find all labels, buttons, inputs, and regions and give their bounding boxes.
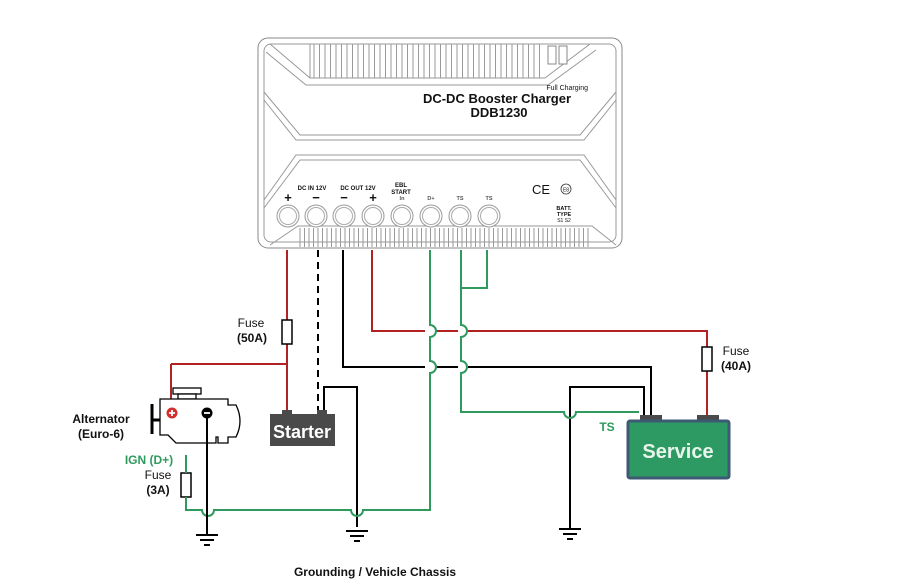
terminal-label: D+ bbox=[427, 196, 434, 202]
fuse-3a-label: Fuse bbox=[145, 468, 172, 482]
fuse-50a-rating: (50A) bbox=[237, 331, 267, 345]
terminal-socket-inner bbox=[335, 207, 353, 225]
terminal-socket[interactable] bbox=[276, 204, 300, 228]
terminal-label: + bbox=[369, 190, 377, 205]
terminal-socket-inner bbox=[307, 207, 325, 225]
alternator-label: Alternator bbox=[72, 412, 130, 426]
ts-wire-1 bbox=[460, 250, 639, 419]
starter-body bbox=[270, 414, 335, 446]
terminal-socket-inner bbox=[279, 207, 297, 225]
terminal-socket[interactable] bbox=[332, 204, 356, 228]
dc-out-negative-wire bbox=[342, 250, 652, 418]
batt-type-options: S1 S2 bbox=[557, 218, 571, 224]
alternator-body bbox=[159, 398, 241, 444]
alternator bbox=[150, 387, 241, 535]
terminal-label: − bbox=[312, 190, 320, 205]
ign-label: IGN (D+) bbox=[125, 453, 173, 467]
terminal-socket-inner bbox=[422, 207, 440, 225]
grounding-label: Grounding / Vehicle Chassis bbox=[294, 565, 456, 579]
terminal-label: TS bbox=[485, 196, 492, 202]
terminal-socket[interactable] bbox=[419, 204, 443, 228]
d-plus-ign-wire bbox=[185, 250, 437, 517]
e-mark-circle bbox=[560, 183, 572, 195]
e-mark: E8 bbox=[563, 188, 569, 194]
device-model: DDB1230 bbox=[470, 105, 527, 120]
service-ground-wire bbox=[569, 386, 645, 528]
ground-symbol-starter bbox=[346, 530, 368, 542]
top-heatsink-fins bbox=[313, 44, 540, 78]
fuse-50a bbox=[281, 319, 293, 345]
ground-symbol-alternator bbox=[196, 534, 218, 546]
terminal-socket-inner bbox=[480, 207, 498, 225]
fuse-40a-label: Fuse bbox=[723, 344, 750, 358]
starter-battery: Starter bbox=[270, 410, 335, 446]
terminal-socket-inner bbox=[451, 207, 469, 225]
terminal-socket[interactable] bbox=[390, 204, 414, 228]
start-label: START bbox=[391, 190, 411, 196]
service-negative-post bbox=[640, 415, 662, 421]
bottom-heatsink-fins bbox=[299, 228, 589, 247]
terminal-block: + − − + In D+ TS TS bbox=[276, 190, 501, 228]
batt-type-label-2: TYPE bbox=[557, 212, 572, 218]
alternator-sublabel: (Euro-6) bbox=[78, 427, 124, 441]
fuse-40a bbox=[701, 346, 713, 372]
dc-out-label: DC OUT 12V bbox=[340, 186, 375, 192]
starter-label: Starter bbox=[273, 422, 331, 442]
dc-in-label: DC IN 12V bbox=[298, 186, 327, 192]
dc-dc-booster-charger: Full Charging DC-DC Booster Charger DDB1… bbox=[257, 37, 623, 249]
terminal-socket-inner bbox=[393, 207, 411, 225]
dc-out-positive-wire bbox=[371, 250, 708, 418]
ground-symbol-service bbox=[559, 528, 581, 540]
fuse-3a-rating: (3A) bbox=[146, 483, 169, 497]
terminal-socket-inner bbox=[364, 207, 382, 225]
terminal-label: + bbox=[284, 190, 292, 205]
batt-type-label-1: BATT. bbox=[556, 206, 572, 212]
service-label: Service bbox=[642, 441, 713, 463]
ce-mark: CE bbox=[532, 182, 550, 197]
service-battery: Service bbox=[626, 415, 731, 480]
full-charging-label: Full Charging bbox=[546, 85, 588, 92]
terminal-label: In bbox=[400, 196, 406, 202]
starter-positive-post bbox=[282, 410, 292, 415]
device-title: DC-DC Booster Charger bbox=[423, 91, 571, 106]
batt-switch-s2[interactable] bbox=[558, 45, 568, 65]
terminal-label: − bbox=[340, 190, 348, 205]
terminal-socket[interactable] bbox=[448, 204, 472, 228]
ebl-label: EBL bbox=[395, 183, 407, 189]
fuse-50a-label: Fuse bbox=[238, 316, 265, 330]
starter-negative-post bbox=[317, 410, 327, 415]
fuse-3a bbox=[180, 472, 192, 498]
batt-switch-s1[interactable] bbox=[547, 45, 557, 65]
terminal-socket[interactable] bbox=[361, 204, 385, 228]
terminal-socket[interactable] bbox=[477, 204, 501, 228]
ts-label: TS bbox=[599, 420, 614, 434]
device-body bbox=[257, 37, 623, 249]
ts-wire-2 bbox=[461, 250, 488, 289]
alternator-mount bbox=[150, 404, 160, 434]
terminal-label: TS bbox=[456, 196, 463, 202]
fuse-40a-rating: (40A) bbox=[721, 359, 751, 373]
service-body bbox=[626, 419, 731, 480]
terminal-socket[interactable] bbox=[304, 204, 328, 228]
service-positive-post bbox=[697, 415, 719, 421]
starter-negative-ground-wire bbox=[323, 386, 358, 527]
